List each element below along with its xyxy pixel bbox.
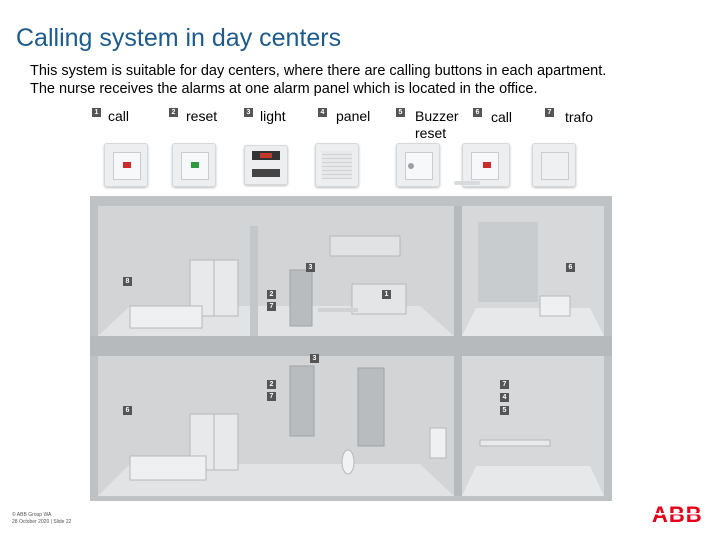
legend-label-call: call <box>108 108 129 125</box>
building-marker: 3 <box>310 354 319 363</box>
building-marker: 6 <box>123 406 132 415</box>
legend-label-buzzer-reset: Buzzer reset <box>415 108 465 142</box>
light-device-image <box>244 145 288 185</box>
call-cord-device-image <box>462 143 510 187</box>
building-marker: 2 <box>267 290 276 299</box>
building-marker: 1 <box>382 290 391 299</box>
reset-device-image <box>172 143 216 187</box>
legend-label-call-2: call <box>491 109 512 126</box>
abb-logo: ABB <box>652 503 704 530</box>
footer-copyright: © ABB Group WA <box>12 512 71 519</box>
legend-number-2: 2 <box>169 108 178 117</box>
legend-label-panel: panel <box>336 108 370 125</box>
panel-device-image <box>315 143 359 187</box>
abb-logo-graphic: ABB <box>652 503 704 525</box>
building-drawing <box>90 196 612 501</box>
buzzer-reset-device-image <box>396 143 440 187</box>
intro-line-2: The nurse receives the alarms at one ala… <box>30 80 606 98</box>
legend-number-5: 5 <box>396 108 405 117</box>
building-marker: 2 <box>267 380 276 389</box>
building-marker: 7 <box>500 380 509 389</box>
building-marker: 4 <box>500 393 509 402</box>
legend-number-7: 7 <box>545 108 554 117</box>
intro-text: This system is suitable for day centers,… <box>30 62 606 98</box>
building-marker: 7 <box>267 392 276 401</box>
intro-line-1: This system is suitable for day centers,… <box>30 62 606 80</box>
footer-date-slide: 28 October 2020 | Slide 22 <box>12 519 71 526</box>
building-marker: 5 <box>500 406 509 415</box>
legend-number-1: 1 <box>92 108 101 117</box>
legend-label-reset: reset <box>186 108 217 125</box>
legend-label-trafo: trafo <box>565 109 593 126</box>
legend-number-3: 3 <box>244 108 253 117</box>
slide-footer: © ABB Group WA 28 October 2020 | Slide 2… <box>12 512 71 526</box>
building-marker: 8 <box>123 277 132 286</box>
building-marker: 3 <box>306 263 315 272</box>
legend-number-6: 6 <box>473 108 482 117</box>
trafo-device-image <box>532 143 576 187</box>
building-cutaway-illustration: 8 3 2 7 1 6 3 2 7 6 7 4 5 <box>90 196 612 501</box>
building-marker: 6 <box>566 263 575 272</box>
call-device-image <box>104 143 148 187</box>
building-marker: 7 <box>267 302 276 311</box>
slide-title: Calling system in day centers <box>16 24 341 53</box>
legend-label-light: light <box>260 108 286 125</box>
legend-number-4: 4 <box>318 108 327 117</box>
